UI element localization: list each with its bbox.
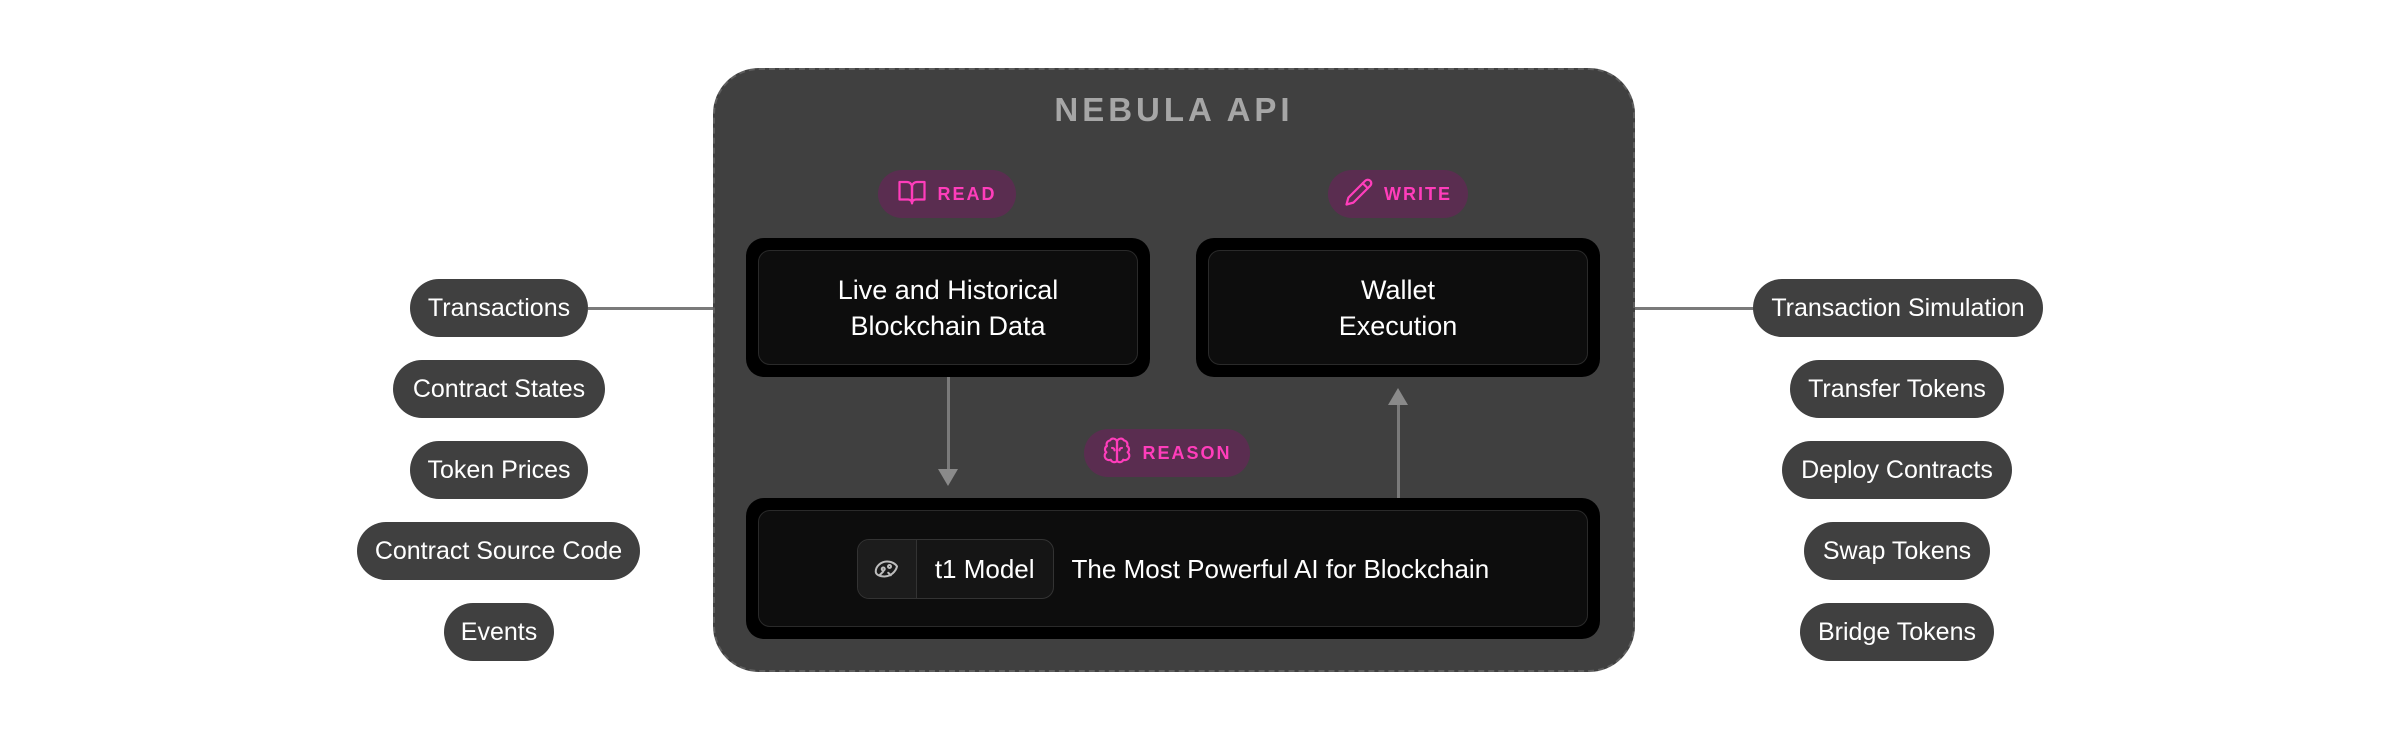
write-card-line1: Wallet: [1360, 274, 1435, 305]
read-source-pill: Events: [444, 603, 554, 661]
write-badge: WRITE: [1328, 170, 1468, 218]
model-chip: t1 Model: [856, 538, 1054, 599]
model-description: The Most Powerful AI for Blockchain: [1071, 553, 1490, 584]
read-to-model-line: [947, 377, 950, 473]
api-title: NEBULA API: [1054, 91, 1294, 128]
read-badge-label: READ: [937, 183, 997, 204]
pencil-icon: [1344, 177, 1374, 212]
model-chip-icon: [857, 539, 917, 598]
reason-badge-label: REASON: [1142, 442, 1232, 463]
read-card-line2: Blockchain Data: [850, 310, 1046, 341]
write-card: Wallet Execution: [1196, 238, 1600, 377]
read-source-pill: Transactions: [410, 279, 588, 337]
reason-badge: REASON: [1084, 429, 1250, 477]
read-to-model-arrowhead: [938, 469, 958, 486]
brain-icon: [1102, 436, 1132, 471]
model-card-inner: t1 Model The Most Powerful AI for Blockc…: [758, 510, 1588, 627]
write-action-pill: Deploy Contracts: [1782, 441, 2012, 499]
read-source-pill: Contract Source Code: [357, 522, 640, 580]
read-card-inner: Live and Historical Blockchain Data: [758, 250, 1138, 365]
write-action-pill: Bridge Tokens: [1800, 603, 1994, 661]
connector-transactions: [588, 307, 748, 310]
connector-transaction-simulation: [1600, 307, 1756, 310]
read-source-pill: Token Prices: [410, 441, 588, 499]
book-open-icon: [897, 177, 927, 212]
read-card-line1: Live and Historical: [837, 274, 1059, 305]
write-action-pill: Transfer Tokens: [1790, 360, 2004, 418]
write-card-line2: Execution: [1338, 310, 1458, 341]
write-badge-label: WRITE: [1384, 183, 1452, 204]
model-card: t1 Model The Most Powerful AI for Blockc…: [746, 498, 1600, 639]
read-badge: READ: [878, 170, 1016, 218]
write-card-inner: Wallet Execution: [1208, 250, 1588, 365]
write-action-pill: Swap Tokens: [1804, 522, 1990, 580]
write-action-pill: Transaction Simulation: [1753, 279, 2043, 337]
read-card: Live and Historical Blockchain Data: [746, 238, 1150, 377]
model-to-write-arrowhead: [1388, 388, 1408, 405]
model-to-write-line: [1397, 403, 1400, 498]
model-name: t1 Model: [934, 553, 1035, 584]
read-source-pill: Contract States: [393, 360, 605, 418]
